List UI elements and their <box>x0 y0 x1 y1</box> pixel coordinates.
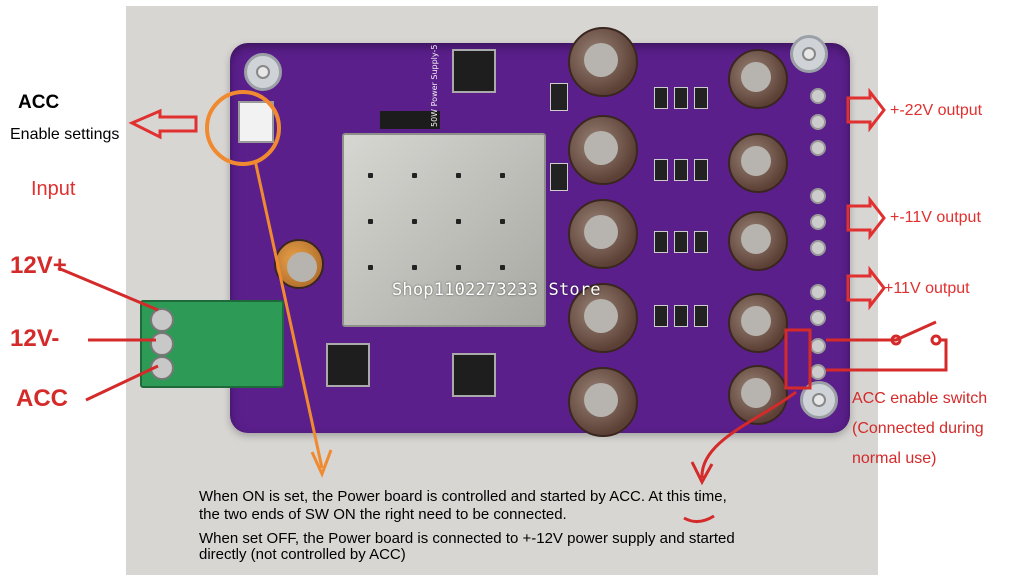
note-on-line1: When ON is set, the Power board is contr… <box>199 488 727 505</box>
acc-subtitle: Enable settings <box>10 126 120 143</box>
capacitor <box>568 115 638 185</box>
orange-pointer-head <box>310 449 333 478</box>
output-pins-22v <box>808 83 826 156</box>
wire-acc <box>85 364 159 402</box>
out-11v-arrow <box>846 195 886 241</box>
note-on-line2: the two ends of SW ON the right need to … <box>199 506 567 523</box>
label-out-11v: +-11V output <box>890 209 981 226</box>
out-11v-single-arrow <box>846 265 886 311</box>
wire-12v-plus <box>57 266 159 312</box>
output-pins-11v-single <box>808 279 826 349</box>
input-terminal-block <box>140 300 284 388</box>
screw-12v-minus <box>150 332 174 356</box>
acc-highlight-circle <box>205 90 281 166</box>
mounting-hole <box>790 35 828 73</box>
red-underline-mark <box>683 514 715 523</box>
capacitor <box>728 49 788 109</box>
note-off-line2: directly (not controlled by ACC) <box>199 546 406 563</box>
red-pointer-curve <box>700 390 797 479</box>
screw-12v-plus <box>150 308 174 332</box>
acc-title: ACC <box>18 92 60 113</box>
capacitor <box>568 367 638 437</box>
output-pins-11v <box>808 183 826 256</box>
sw-highlight-box <box>784 328 812 390</box>
switch-title: ACC enable switch <box>852 390 988 407</box>
driver-ic <box>380 111 440 129</box>
regulator <box>326 343 370 387</box>
capacitor <box>728 293 788 353</box>
switch-note-line2: normal use) <box>852 450 937 467</box>
capacitor <box>728 211 788 271</box>
capacitor <box>568 199 638 269</box>
capacitor <box>728 133 788 193</box>
switch-wire <box>826 338 948 372</box>
label-12v-minus: 12V- <box>10 325 60 352</box>
label-out-22v: +-22V output <box>890 102 983 119</box>
switch-lever <box>826 320 937 342</box>
acc-enable-arrow <box>128 108 198 140</box>
switch-note-line1: (Connected during <box>852 420 984 437</box>
regulator <box>452 353 496 397</box>
input-label: Input <box>31 178 76 200</box>
red-pointer-head <box>690 461 714 486</box>
regulator <box>452 49 496 93</box>
mounting-hole <box>800 381 838 419</box>
orange-pointer-line <box>253 159 324 469</box>
label-acc-terminal: ACC <box>16 385 68 412</box>
label-out-11v-single: +11V output <box>884 280 970 297</box>
label-12v-plus: 12V+ <box>10 252 67 279</box>
note-off-line1: When set OFF, the Power board is connect… <box>199 530 735 547</box>
capacitor <box>568 27 638 97</box>
store-watermark: Shop1102273233 Store <box>392 280 601 300</box>
acc-jumper-connector <box>238 101 274 143</box>
transformer-shield <box>342 133 546 327</box>
out-22v-arrow <box>846 87 886 133</box>
mounting-hole <box>244 53 282 91</box>
capacitor <box>568 283 638 353</box>
